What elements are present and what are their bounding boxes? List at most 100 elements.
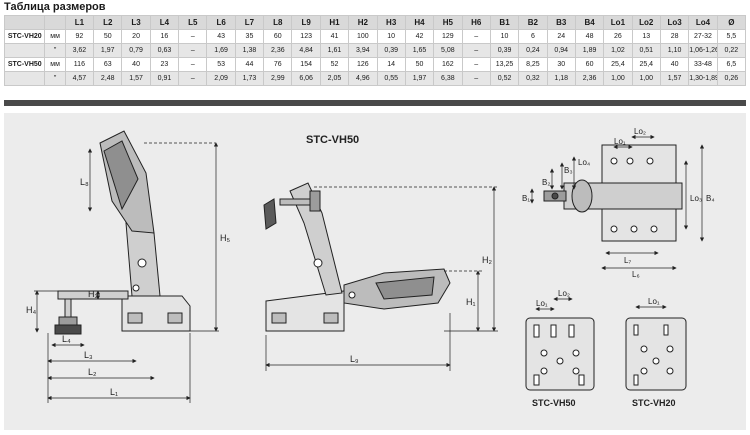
value-cell: 116: [64, 57, 95, 72]
value-cell: 25,4: [631, 57, 661, 72]
value-cell: 1,30-1,89: [688, 71, 718, 86]
value-cell: 1,69: [206, 43, 236, 58]
drawing-svg: H₅ L₈ H₄ H₃ L₄ L₃ L₂ L₁ STC-VH50: [26, 127, 715, 408]
value-cell: –: [178, 71, 208, 86]
value-cell: 1,38: [234, 43, 265, 58]
value-cell: 2,36: [263, 43, 293, 58]
middle-view-dim-labels: H₂ H₁ L₉: [350, 255, 492, 364]
value-cell: 33-48: [688, 57, 718, 72]
column-header: Lo4: [688, 15, 718, 30]
value-cell: 30: [546, 57, 576, 72]
value-cell: 123: [291, 29, 321, 44]
dim-label-b4: B₄: [706, 194, 715, 203]
column-header: L4: [149, 15, 180, 30]
dim-label-h2: H₂: [482, 255, 492, 265]
column-header: L9: [291, 15, 321, 30]
value-cell: 14: [376, 57, 406, 72]
value-cell: –: [178, 43, 208, 58]
plate-vh50-lo2: Lo₂: [558, 289, 570, 298]
dim-label-b1: B₁: [522, 194, 530, 203]
value-cell: 13: [631, 29, 661, 44]
column-header: L2: [93, 15, 123, 30]
column-header: L3: [121, 15, 151, 30]
value-cell: –: [461, 71, 491, 86]
value-cell: 4,57: [64, 71, 95, 86]
value-cell: 50: [93, 29, 123, 44]
value-cell: 0,94: [546, 43, 576, 58]
value-cell: 0,24: [518, 43, 548, 58]
unit-cell: мм: [44, 57, 66, 72]
value-cell: 10: [376, 29, 406, 44]
plate-label-stc-vh50: STC-VH50: [532, 398, 576, 408]
value-cell: –: [461, 29, 491, 44]
value-cell: 4,96: [348, 71, 378, 86]
value-cell: 76: [263, 57, 293, 72]
column-header: H5: [433, 15, 463, 30]
value-cell: 0,79: [121, 43, 151, 58]
value-cell: 6,38: [433, 71, 463, 86]
value-cell: 1,10: [659, 43, 690, 58]
column-header: H3: [376, 15, 406, 30]
top-view: [543, 144, 683, 242]
column-header: H2: [348, 15, 378, 30]
value-cell: 0,32: [518, 71, 548, 86]
value-cell: –: [461, 43, 491, 58]
value-cell: 16: [149, 29, 180, 44]
value-cell: 1,61: [319, 43, 350, 58]
value-cell: 3,94: [348, 43, 378, 58]
dim-label-l2: L₂: [88, 367, 97, 377]
value-cell: 129: [433, 29, 463, 44]
value-cell: 0,39: [376, 43, 406, 58]
value-cell: 6,5: [716, 57, 747, 72]
plate-vh50-lo1: Lo₁: [536, 299, 548, 308]
main-view-label: STC-VH50: [306, 134, 359, 146]
value-cell: 2,48: [93, 71, 123, 86]
value-cell: 2,99: [263, 71, 293, 86]
model-cell: [3, 43, 46, 58]
plate-stc-vh50-dims: [535, 296, 573, 312]
value-cell: 1,57: [659, 71, 690, 86]
dim-label-h3: H₃: [88, 289, 98, 299]
middle-clamp-view: [263, 182, 451, 332]
value-cell: 5,5: [716, 29, 747, 44]
plate-label-stc-vh20: STC-VH20: [632, 398, 676, 408]
dim-label-lo3: Lo₃: [690, 194, 702, 203]
value-cell: 2,36: [574, 71, 605, 86]
column-header: Lo3: [659, 15, 690, 30]
section-divider: [4, 100, 746, 106]
value-cell: 53: [206, 57, 236, 72]
value-cell: 48: [574, 29, 605, 44]
dim-label-lo4: Lo₄: [578, 158, 590, 167]
dim-label-lo2-top: Lo₂: [634, 127, 646, 136]
model-cell: STC-VH20: [3, 29, 46, 44]
value-cell: 20: [121, 29, 151, 44]
page-title: Таблица размеров: [4, 1, 106, 13]
value-cell: 28: [659, 29, 690, 44]
value-cell: 1,97: [404, 71, 435, 86]
value-cell: 25,4: [603, 57, 633, 72]
column-header: L1: [64, 15, 95, 30]
value-cell: 60: [574, 57, 605, 72]
middle-view-dimension-lines: [265, 186, 498, 371]
value-cell: 41: [319, 29, 350, 44]
value-cell: 1,00: [631, 71, 661, 86]
value-cell: 24: [546, 29, 576, 44]
column-header: [44, 15, 66, 30]
value-cell: 10: [489, 29, 520, 44]
value-cell: 1,02: [603, 43, 633, 58]
value-cell: 26: [603, 29, 633, 44]
column-header: B2: [518, 15, 548, 30]
value-cell: –: [461, 57, 491, 72]
value-cell: 154: [291, 57, 321, 72]
value-cell: 27-32: [688, 29, 718, 44]
dim-label-b3: B₃: [564, 166, 573, 175]
value-cell: 42: [404, 29, 435, 44]
unit-cell: ": [44, 43, 66, 58]
value-cell: 0,22: [716, 43, 747, 58]
value-cell: 50: [404, 57, 435, 72]
top-view-dim-labels: Lo₁ Lo₂ Lo₃ B₄ B₁ B₂ B₃ Lo₄ L₇ L₆: [522, 127, 715, 279]
value-cell: 6,06: [291, 71, 321, 86]
plate-vh20-lo1: Lo₁: [648, 297, 660, 306]
